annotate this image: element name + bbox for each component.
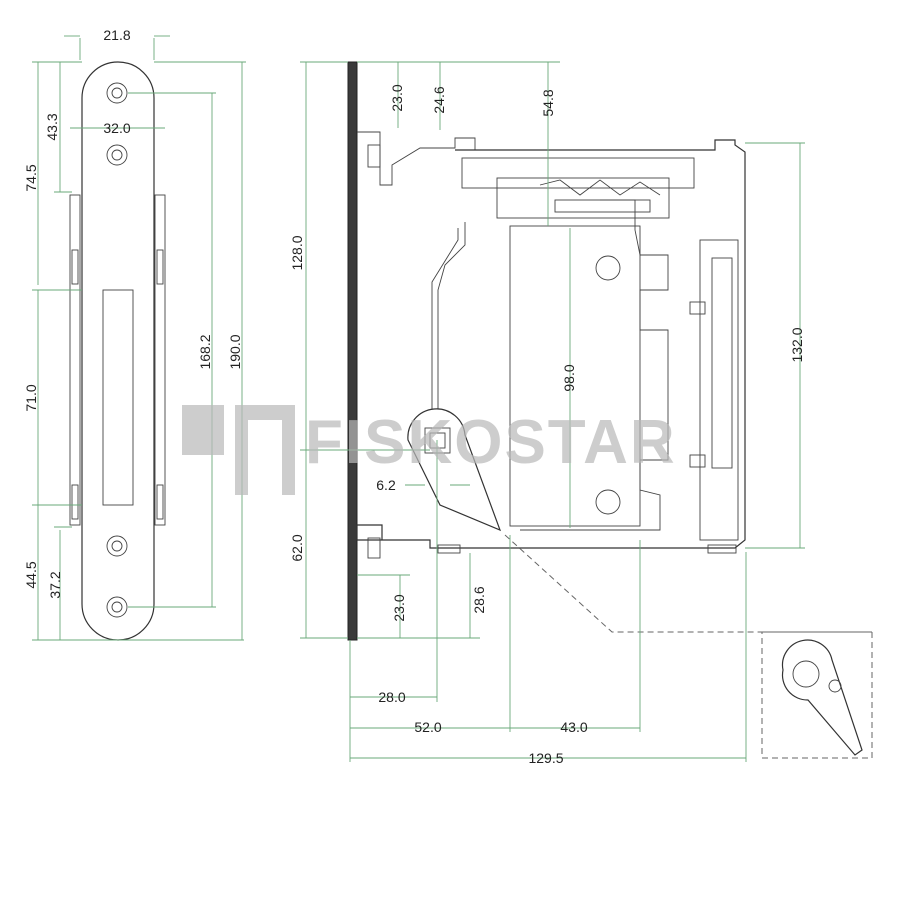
dim-overall-depth: 129.5 [528,750,563,766]
dim-bottom-offset: 23.0 [391,594,407,621]
left-rebate-tab [71,249,79,285]
detail-frame [761,631,873,759]
follower-cam [407,408,502,532]
dim-screw-spacing-width: 32.0 [103,120,130,136]
dim-faceplate-height: 190.0 [227,334,243,369]
front-plate [347,61,358,641]
fixing-hole-upper [595,255,621,281]
dim-backset-bottom-height: 62.0 [289,534,305,561]
right-rebate-strip [154,194,166,526]
projection-line [504,534,872,633]
watermark: FISKOSTAR [182,405,677,495]
faceplate-view: 21.8 32.0 43.3 74.5 71.0 44.5 37.2 168.2… [23,27,246,641]
spring-zigzag [539,179,661,196]
faceplate [81,61,155,641]
side-guide [699,239,739,541]
body-dimension-lines [300,61,805,762]
dim-top-to-upper-rebate: 43.3 [44,113,60,140]
faceplate-dimension-lines [32,35,246,641]
inner-plate-outline [520,199,669,531]
screw-hole-3 [106,535,128,557]
dim-screw-span: 168.2 [197,334,213,369]
right-rebate-tab [156,249,164,285]
dim-case-top-offset: 23.0 [389,84,405,111]
screw-hole-2 [106,144,128,166]
top-rail [461,157,695,189]
spindle-square [424,427,451,454]
lower-foot [437,544,461,554]
dim-faceplate-width: 21.8 [103,27,130,43]
latch-window [102,289,134,506]
right-rebate-tab-lower [156,484,164,520]
screw-holes [106,82,128,618]
watermark-logo-mark [182,405,224,455]
watermark-text: FISKOSTAR [305,408,677,477]
dim-bottom-to-lower-rebate: 44.5 [23,561,39,588]
dim-follower-top: 24.6 [431,86,447,113]
dim-case-depth: 132.0 [789,327,805,362]
follower-hub [407,408,502,532]
dim-spindle-height: 54.8 [540,89,556,116]
dim-distance-52: 52.0 [414,719,441,735]
dim-top-to-latch: 74.5 [23,164,39,191]
left-rebate-tab-lower [71,484,79,520]
inner-plate [509,225,641,527]
left-rebate-strip [69,194,81,526]
fixing-hole-lower [595,489,621,515]
dim-backset-top-height: 128.0 [289,235,305,270]
latch-arm [437,222,466,440]
dim-bottom-height: 28.6 [471,586,487,613]
bolt-carrier [496,177,670,219]
dim-hub-offset: 6.2 [376,477,396,493]
lock-case [356,139,746,549]
dim-distance-43: 43.0 [560,719,587,735]
dim-hub-span: 98.0 [561,364,577,391]
cam-detail-inset [761,631,873,759]
dim-bottom-screw: 37.2 [47,571,63,598]
screw-hole-1 [106,82,128,104]
detail-cam [781,639,863,756]
dim-backset: 28.0 [378,689,405,705]
screw-hole-4 [106,596,128,618]
lock-body-view: 128.0 62.0 23.0 24.6 54.8 132.0 98.0 6.2… [289,61,872,766]
dim-latch-height: 71.0 [23,384,39,411]
